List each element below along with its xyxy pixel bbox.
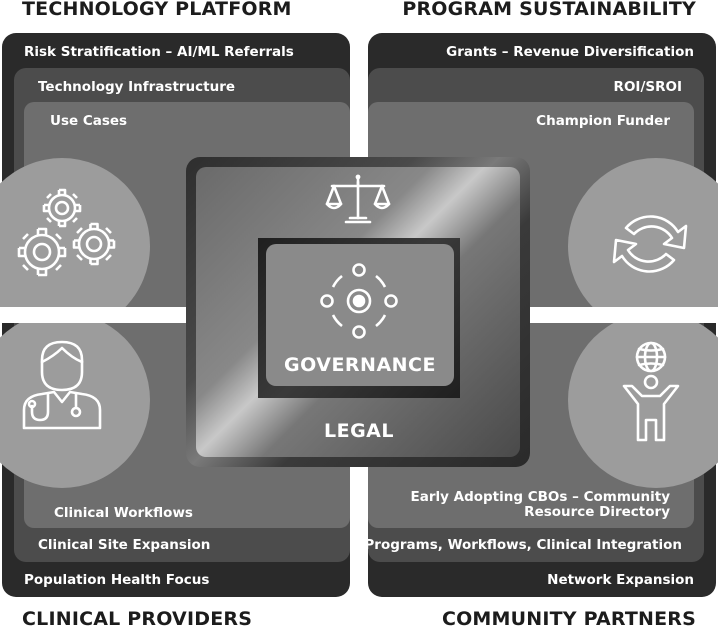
label-programs-workflows: Programs, Workflows, Clinical Integratio… <box>364 537 682 553</box>
network-nodes-icon <box>320 263 398 339</box>
label-roi-sroi: ROI/SROI <box>613 79 682 95</box>
doctor-icon <box>22 340 102 430</box>
label-risk-stratification: Risk Stratification – AI/ML Referrals <box>24 44 294 60</box>
heading-technology-platform: TECHNOLOGY PLATFORM <box>22 0 292 20</box>
heading-clinical-providers: CLINICAL PROVIDERS <box>22 608 253 630</box>
governance-label: GOVERNANCE <box>284 354 436 376</box>
label-resource-directory: Resource Directory <box>524 504 670 520</box>
legal-label: LEGAL <box>324 420 394 442</box>
globe-person-icon <box>622 341 680 442</box>
right-separator <box>518 307 718 323</box>
label-clinical-site-expansion: Clinical Site Expansion <box>38 537 211 553</box>
heading-community-partners: COMMUNITY PARTNERS <box>441 608 696 630</box>
label-clinical-workflows: Clinical Workflows <box>54 505 193 521</box>
label-use-cases: Use Cases <box>50 113 128 129</box>
community-circle <box>568 312 718 488</box>
label-population-health-focus: Population Health Focus <box>24 572 210 588</box>
label-early-adopting-cbos: Early Adopting CBOs – Community <box>410 489 671 505</box>
refresh-cycle-icon <box>612 215 688 273</box>
label-network-expansion: Network Expansion <box>547 572 694 588</box>
heading-program-sustainability: PROGRAM SUSTAINABILITY <box>402 0 696 20</box>
scales-icon <box>325 174 391 224</box>
sustainability-circle <box>568 158 718 334</box>
label-champion-funder: Champion Funder <box>536 113 670 129</box>
left-separator <box>0 307 200 323</box>
gears-icon <box>17 188 116 277</box>
label-technology-infrastructure: Technology Infrastructure <box>38 79 236 95</box>
label-grants: Grants – Revenue Diversification <box>446 44 694 60</box>
governance-panel <box>266 244 454 386</box>
